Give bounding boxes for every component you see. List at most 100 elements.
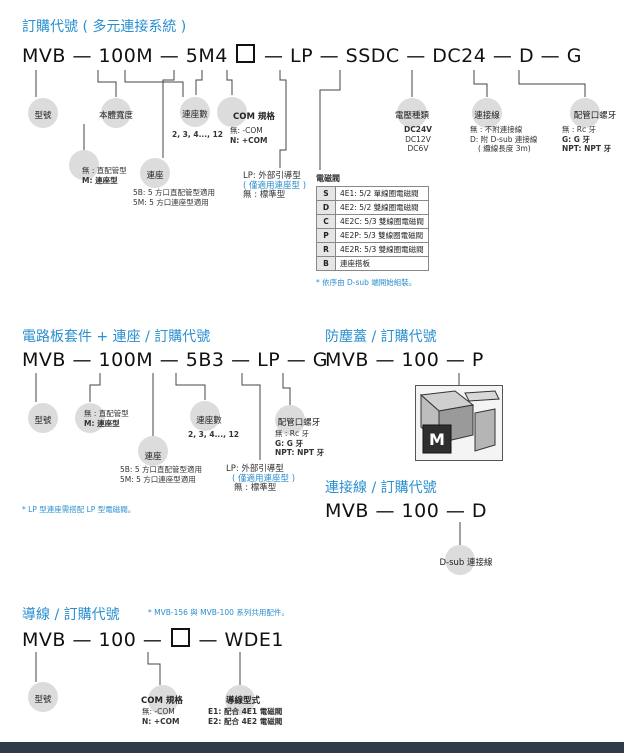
pipe-none: 無 : 直配管型 (84, 409, 129, 418)
code-part-lp: LP (290, 45, 314, 67)
desc-manifold: 5B: 5 方口直配管型適用 5M: 5 方口連座型適用 (133, 188, 215, 207)
dust-cover-illustration: M (415, 385, 503, 461)
label-stations: 連座數 (182, 110, 208, 120)
cable-order-code: MVB — 100 — D (325, 500, 487, 522)
code-dash: — (286, 349, 307, 371)
desc-pipe-type: 無 : 直配管型 M: 連座型 (84, 409, 129, 428)
code-part-body: 100 (401, 500, 440, 522)
code-dash: — (72, 349, 92, 371)
wire-e1: E1: 配合 4E1 電磁閥 (208, 707, 283, 716)
label-com: COM 規格 (233, 112, 275, 122)
bubble-port (275, 405, 305, 435)
code-part-cover: P (471, 349, 484, 371)
manifold-5b: 5B: 5 方口直配管型適用 (133, 188, 215, 197)
code-part-series: MVB (22, 349, 66, 371)
code-dash: — (142, 629, 163, 651)
label-com: COM 規格 (141, 696, 183, 706)
label-body-width: 本體寬度 (98, 111, 134, 121)
code-dash: — (445, 500, 466, 522)
desc-com: 無: -COM N: +COM (230, 126, 268, 145)
code-part-series: MVB (325, 349, 369, 371)
solenoid-value: 4E2: 5/2 雙線圈電磁閥 (335, 200, 429, 215)
com-n: N: +COM (142, 716, 180, 726)
code-dash: — (263, 45, 284, 67)
label-model: 型號 (34, 695, 52, 705)
desc-cable: 無 : 不附連接線 D: 附 D-sub 連接線 ( 纜線長度 3m) (470, 125, 537, 154)
solenoid-title: 電磁閥 (316, 174, 340, 183)
order-code-full: MVB — 100M — 5M4 — LP — SSDC — DC24 — D … (22, 44, 582, 67)
lp-external: LP: 外部引導型 (243, 171, 301, 181)
solenoid-value: 連座搭板 (335, 256, 429, 271)
bubble-model (28, 682, 58, 712)
bubble-com (217, 97, 247, 127)
code-part-port: G (566, 45, 582, 67)
wire-e2: E2: 配合 4E2 電磁閥 (208, 716, 283, 726)
bubble-pipe-type (69, 150, 99, 180)
desc-lp: LP: 外部引導型 ( 僅適用連座型 ) 無 : 標準型 (226, 464, 295, 494)
code-dash: — (406, 45, 426, 67)
manifold-5m: 5M: 5 方口連座型適用 (120, 474, 196, 484)
section-title-order-code: 訂購代號 ( 多元連接系統 ) (22, 19, 187, 35)
com-none: 無: -COM (142, 707, 175, 716)
code-part-solenoid: SSDC (345, 45, 400, 67)
code-part-manifold: 5M4 (185, 45, 228, 67)
desc-wire: E1: 配合 4E1 電磁閥 E2: 配合 4E2 電磁閥 (208, 707, 282, 726)
bubble-stations (190, 401, 220, 431)
desc-lp: LP: 外部引導型 ( 僅適用連座型 ) 無 : 標準型 (243, 171, 306, 201)
port-none: 無 : Rc 牙 (562, 125, 597, 134)
label-dsub: D-sub 連接線 (439, 558, 493, 568)
cable-none: 無 : 不附連接線 (470, 125, 523, 134)
manifold-5m: 5M: 5 方口連座型適用 (133, 197, 209, 207)
desc-manifold: 5B: 5 方口直配管型適用 5M: 5 方口連座型適用 (120, 465, 202, 484)
solenoid-value: 4E1: 5/2 單線圈電磁閥 (335, 186, 429, 201)
stations-values: 2, 3, 4..., 12 (188, 430, 240, 439)
port-none: 無 : Rc 牙 (275, 429, 310, 438)
label-port: 配管口螺牙 (573, 111, 617, 121)
code-dash: — (445, 349, 466, 371)
code-dash: — (198, 629, 218, 651)
desc-pipe-type: 無 : 直配管型 M: 連座型 (82, 166, 127, 185)
voltage-6: DC6V (407, 144, 429, 153)
bubble-stations (180, 97, 210, 127)
pipe-m: M: 連座型 (84, 418, 120, 428)
solenoid-key: P (316, 228, 336, 243)
bubble-com (148, 685, 178, 715)
port-g: G: G 牙 (275, 438, 304, 448)
code-dash: — (72, 629, 92, 651)
label-model: 型號 (34, 416, 52, 426)
solenoid-key: D (316, 200, 336, 215)
section-title-pcb-kit: 電路板套件 + 連座 / 訂購代號 (22, 329, 211, 345)
desc-port: 無 : Rc 牙 G: G 牙 NPT: NPT 牙 (562, 125, 611, 154)
port-npt: NPT: NPT 牙 (275, 448, 325, 457)
bubble-dsub (445, 545, 475, 575)
manifold-5b: 5B: 5 方口直配管型適用 (120, 465, 202, 474)
bubble-port (570, 98, 600, 128)
dust-cover-order-code: MVB — 100 — P (325, 349, 484, 371)
com-none: 無: -COM (230, 126, 263, 135)
code-dash: — (492, 45, 513, 67)
bubble-voltage (397, 98, 427, 128)
wire-order-code: MVB — 100 — — WDE1 (22, 628, 284, 651)
code-part-series: MVB (22, 629, 66, 651)
label-manifold: 連座 (146, 171, 164, 181)
code-part-voltage: DC24 (432, 45, 487, 67)
code-dash: — (159, 349, 180, 371)
stations-values: 2, 3, 4..., 12 (172, 130, 224, 139)
bubble-wire (225, 685, 255, 715)
bubble-model (28, 98, 58, 128)
code-dash: — (319, 45, 340, 67)
label-cable: 連接線 (474, 111, 500, 121)
code-blank-box (236, 44, 256, 63)
pipe-m: M: 連座型 (82, 175, 118, 185)
label-port: 配管口螺牙 (277, 418, 321, 428)
voltage-24: DC24V (404, 125, 432, 134)
code-part-lp: LP (257, 349, 281, 371)
desc-voltage: DC24V DC12V DC6V (404, 125, 432, 154)
label-manifold: 連座 (144, 452, 162, 462)
code-dash: — (375, 349, 395, 371)
voltage-12: DC12V (405, 134, 431, 144)
code-dash: — (540, 45, 561, 67)
